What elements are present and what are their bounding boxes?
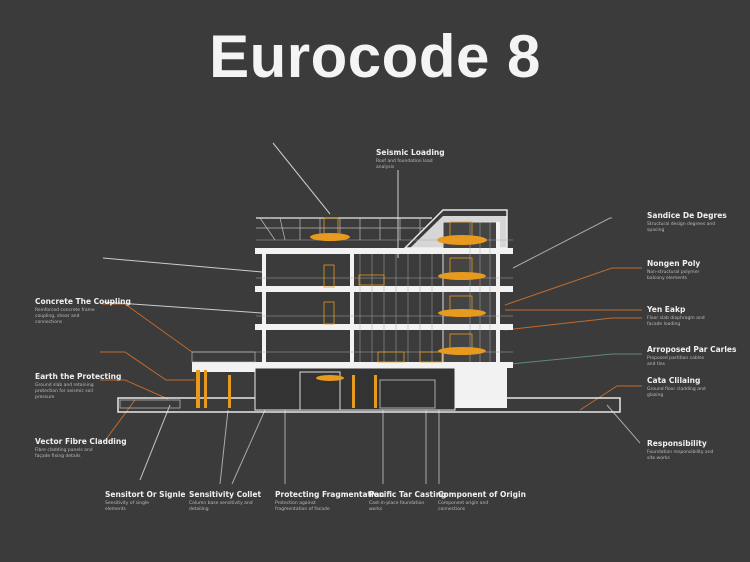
label-heading: Arroposed Par Carles bbox=[647, 345, 737, 354]
label-description: Column base sensitivity and detailing bbox=[189, 501, 253, 512]
label-left-2: Earth the Protecting Ground slab and ret… bbox=[35, 372, 155, 401]
label-description: Reinforced concrete frame coupling, shea… bbox=[35, 308, 95, 325]
label-heading: Pacific Tar Casting bbox=[369, 490, 447, 499]
label-bottom-3: Protecting Fragmentation Protection agai… bbox=[275, 490, 395, 513]
label-left-1: Concrete The Coupling Reinforced concret… bbox=[35, 297, 155, 326]
label-bottom-1: Sensitort Or Signle Sensitivity of singl… bbox=[105, 490, 225, 513]
label-heading: Cata Clilaing bbox=[647, 376, 701, 385]
label-heading: Component of Origin bbox=[438, 490, 526, 499]
label-left-3: Vector Fibre Cladding Fibre cladding pan… bbox=[35, 437, 155, 460]
label-description: Fibre cladding panels and façade fixing … bbox=[35, 448, 93, 459]
label-description: Cast-in-place foundation works bbox=[369, 501, 425, 512]
label-right-5: Cata Clilaing Ground floor cladding and … bbox=[647, 376, 750, 399]
label-heading: Vector Fibre Cladding bbox=[35, 437, 127, 446]
label-right-2: Nongen Poly Non-structural polymer balco… bbox=[647, 259, 750, 282]
label-heading: Nongen Poly bbox=[647, 259, 701, 268]
label-description: Floor slab diaphragm and facade loading bbox=[647, 316, 705, 327]
label-heading: Sensitort Or Signle bbox=[105, 490, 186, 499]
label-heading: Sandice De Degres bbox=[647, 211, 727, 220]
building bbox=[117, 209, 621, 413]
label-top: Seismic Loading Roof and foundation load… bbox=[376, 148, 496, 171]
label-bottom-2: Sensitivity Collet Column base sensitivi… bbox=[189, 490, 309, 513]
label-description: Structural design degrees and spacing bbox=[647, 222, 716, 233]
label-description: Roof and foundation load analysis bbox=[376, 159, 433, 170]
label-heading: Sensitivity Collet bbox=[189, 490, 262, 499]
label-heading: Protecting Fragmentation bbox=[275, 490, 385, 499]
label-description: Sensitivity of single elements bbox=[105, 501, 149, 512]
leader-lines bbox=[100, 142, 642, 485]
label-bottom-4: Pacific Tar Casting Cast-in-place founda… bbox=[369, 490, 489, 513]
label-heading: Earth the Protecting bbox=[35, 372, 122, 381]
label-description: Protection against fragmentation of faca… bbox=[275, 501, 330, 512]
label-heading: Concrete The Coupling bbox=[35, 297, 131, 306]
label-description: Component origin and connections bbox=[438, 501, 489, 512]
label-heading: Yen Eakp bbox=[647, 305, 686, 314]
label-description: Ground floor cladding and glazing bbox=[647, 387, 706, 398]
label-description: Non-structural polymer balcony elements bbox=[647, 270, 700, 281]
label-description: Proposed partition cables and ties bbox=[647, 356, 705, 367]
label-right-6: Responsibility Foundation responsibility… bbox=[647, 439, 750, 462]
label-right-4: Arroposed Par Carles Proposed partition … bbox=[647, 345, 750, 368]
label-description: Ground slab and retaining protection for… bbox=[35, 383, 94, 400]
label-right-1: Sandice De Degres Structural design degr… bbox=[647, 211, 750, 234]
label-right-3: Yen Eakp Floor slab diaphragm and facade… bbox=[647, 305, 750, 328]
label-heading: Responsibility bbox=[647, 439, 707, 448]
label-bottom-5: Component of Origin Component origin and… bbox=[438, 490, 558, 513]
label-heading: Seismic Loading bbox=[376, 148, 445, 157]
label-description: Foundation responsibility and site works bbox=[647, 450, 714, 461]
page-title: Eurocode 8 bbox=[209, 23, 541, 90]
